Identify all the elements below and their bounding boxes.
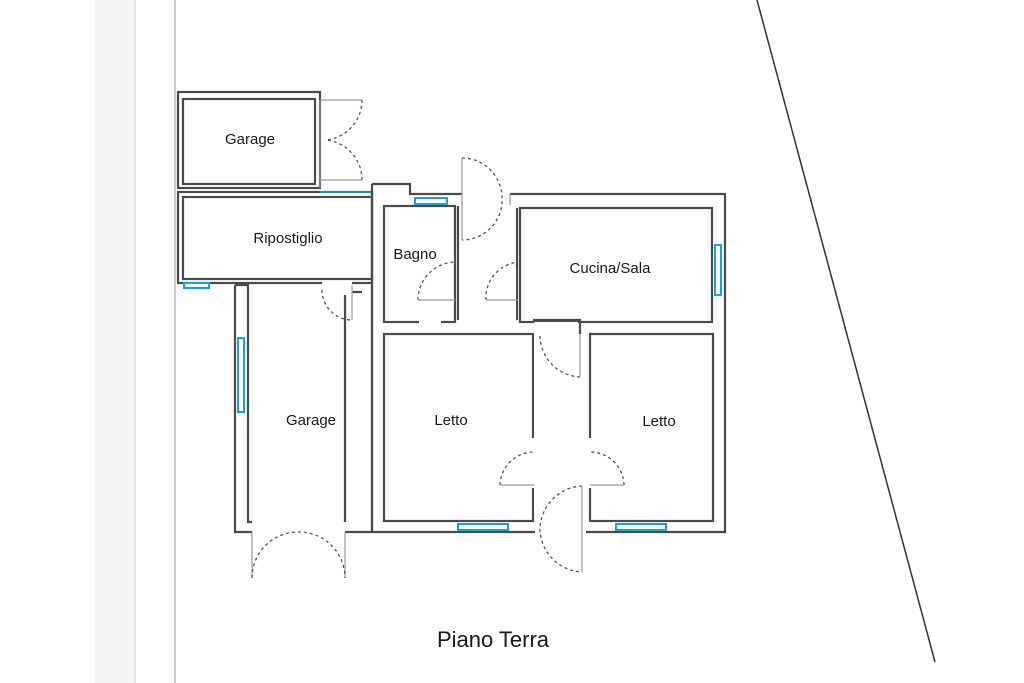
plan-title: Piano Terra — [437, 627, 550, 652]
room-label-ripostiglio: Ripostiglio — [253, 230, 322, 247]
doors — [251, 99, 625, 579]
margin-strip — [95, 0, 135, 683]
room-label-bagno: Bagno — [393, 246, 436, 263]
windows — [183, 197, 722, 531]
house-walls — [370, 182, 727, 534]
room-label-letto-left: Letto — [434, 412, 467, 429]
garage-bottom-walls — [233, 283, 374, 534]
room-label-cucina-sala: Cucina/Sala — [570, 260, 652, 277]
property-line-right — [756, 0, 936, 663]
room-label-garage-top: Garage — [225, 131, 275, 148]
room-label-letto-right: Letto — [642, 413, 675, 430]
room-label-garage-bottom: Garage — [286, 412, 336, 429]
openings — [322, 190, 624, 536]
